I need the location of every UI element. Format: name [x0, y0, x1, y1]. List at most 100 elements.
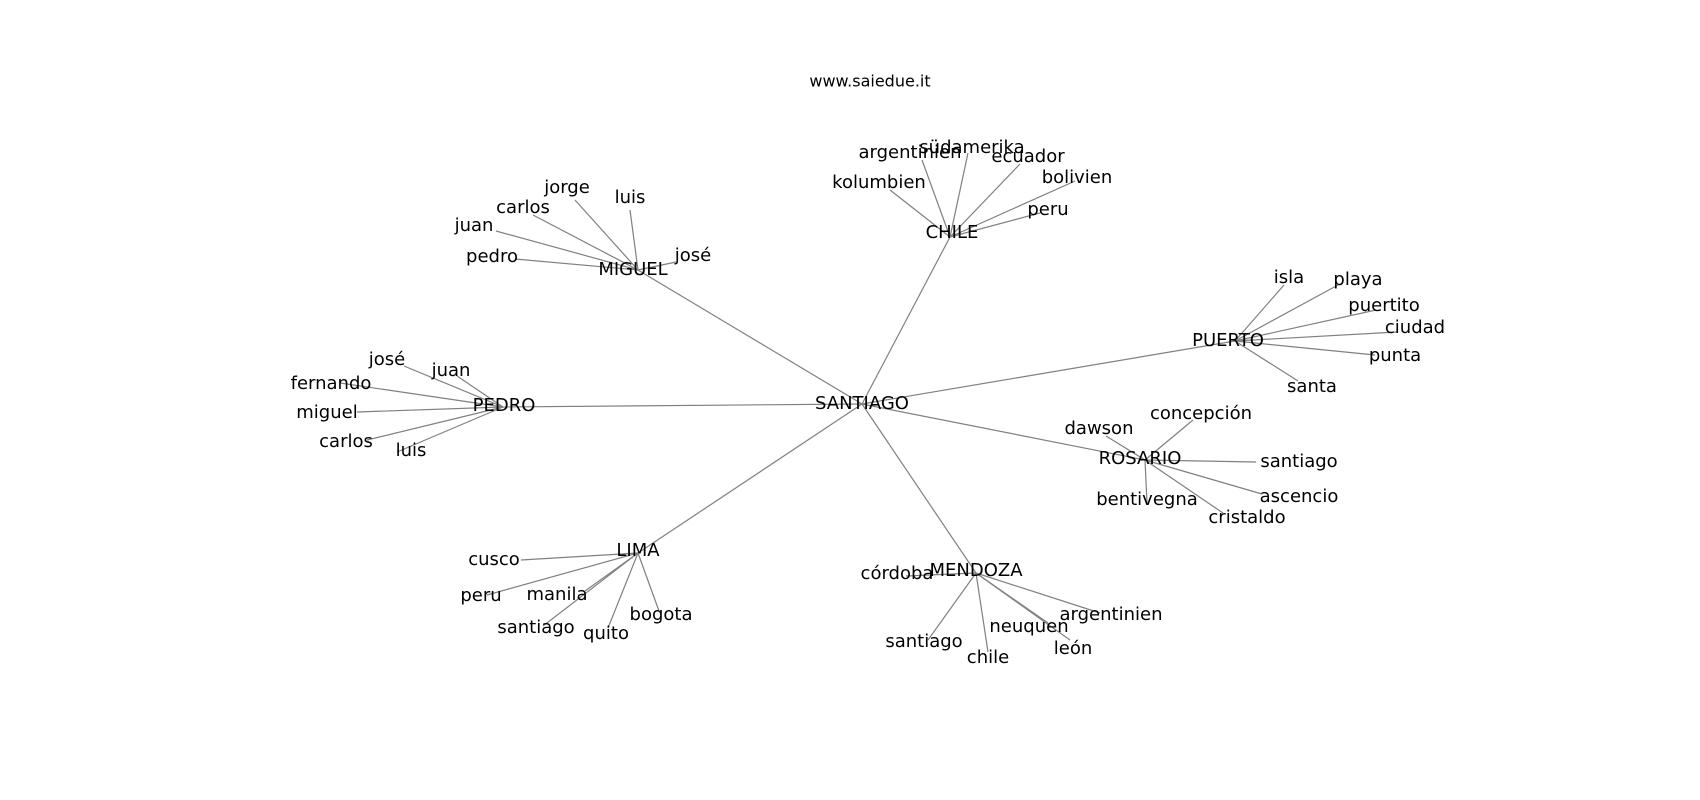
- edge-mendoza-leaf: [905, 572, 977, 577]
- edge-miguel-leaf: [637, 261, 677, 271]
- leaf-node-label: peru: [1027, 199, 1068, 220]
- edge-mendoza-leaf: [975, 572, 1101, 614]
- edge-rosario-leaf: [1144, 459, 1148, 504]
- leaf-node-label: juan: [431, 360, 471, 381]
- edge-pedro-leaf: [456, 375, 504, 408]
- leaf-node-label: kolumbien: [832, 172, 926, 193]
- edge-puerto-leaf: [1234, 309, 1377, 342]
- leaf-node-label: quito: [583, 623, 629, 644]
- edge-rosario-leaf: [1144, 419, 1194, 461]
- hub-node-label-miguel: MIGUEL: [598, 259, 667, 280]
- leaf-node-label: bolivien: [1042, 167, 1113, 188]
- leaf-node-label: juan: [454, 215, 494, 236]
- edge-pedro-leaf: [366, 406, 504, 441]
- edge-mendoza-leaf: [975, 572, 989, 653]
- edge-center-pedro: [502, 403, 863, 408]
- edge-miguel-leaf: [495, 230, 639, 271]
- leaf-node-label: pedro: [466, 246, 518, 267]
- edge-mendoza-leaf: [975, 572, 1071, 641]
- edge-chile-leaf: [949, 212, 1041, 238]
- edge-miguel-leaf: [532, 214, 639, 271]
- hub-node-label-pedro: PEDRO: [473, 395, 536, 416]
- edge-miguel-leaf: [574, 199, 639, 271]
- leaf-node-label: león: [1054, 638, 1093, 659]
- edges-layer: [339, 152, 1398, 653]
- edge-mendoza-leaf: [927, 572, 977, 641]
- hub-node-label-chile: CHILE: [926, 222, 979, 243]
- leaf-node-label: argentinien: [859, 142, 962, 163]
- leaf-node-label: bogota: [630, 604, 693, 625]
- leaf-node-label: argentinien: [1060, 604, 1163, 625]
- leaf-node-label: concepción: [1150, 403, 1252, 424]
- leaf-node-label: fernando: [291, 373, 372, 394]
- leaf-node-label: isla: [1274, 267, 1304, 288]
- edge-chile-leaf: [921, 159, 951, 238]
- edge-center-mendoza: [861, 403, 977, 574]
- watermark-text: www.saiedue.it: [809, 72, 930, 91]
- edge-puerto-leaf: [1234, 340, 1299, 382]
- leaf-node-label: carlos: [319, 431, 373, 452]
- edge-rosario-leaf: [1144, 459, 1263, 495]
- leaf-node-label: südamerika: [919, 137, 1024, 158]
- leaf-node-label: córdoba: [861, 563, 934, 584]
- edge-rosario-leaf: [1105, 435, 1146, 461]
- edge-puerto-leaf: [1234, 331, 1398, 342]
- edge-chile-leaf: [949, 163, 1021, 238]
- leaf-node-label: ciudad: [1385, 317, 1445, 338]
- leaf-node-label: santa: [1287, 376, 1337, 397]
- leaf-node-label: bentivegna: [1096, 489, 1198, 510]
- edge-center-lima: [637, 403, 863, 554]
- edge-pedro-leaf: [403, 365, 504, 408]
- hub-node-label-lima: LIMA: [616, 540, 660, 561]
- leaf-node-label: luis: [615, 187, 646, 208]
- leaf-node-label: santiago: [1260, 451, 1337, 472]
- leaf-node-label: miguel: [296, 402, 357, 423]
- leaf-node-label: ascencio: [1260, 486, 1339, 507]
- leaf-node-label: peru: [460, 585, 501, 606]
- edge-chile-leaf: [949, 152, 969, 238]
- leaf-node-label: carlos: [496, 197, 550, 218]
- hub-node-label-puerto: PUERTO: [1192, 330, 1264, 351]
- leaf-node-label: josé: [368, 349, 405, 370]
- edge-rosario-leaf: [1144, 459, 1224, 514]
- leaf-node-label: puertito: [1348, 295, 1419, 316]
- leaf-node-label: punta: [1369, 345, 1421, 366]
- leaf-node-label: dawson: [1065, 418, 1134, 439]
- edge-puerto-leaf: [1234, 340, 1376, 356]
- edge-center-miguel: [637, 269, 863, 405]
- leaf-node-label: cusco: [468, 549, 520, 570]
- edge-chile-leaf: [949, 180, 1076, 238]
- leaf-node-label: luis: [396, 440, 427, 461]
- edge-center-chile: [861, 236, 951, 405]
- edge-lima-leaf: [520, 552, 639, 561]
- edge-pedro-leaf: [339, 382, 504, 408]
- edge-lima-leaf: [542, 552, 639, 627]
- edge-miguel-leaf: [629, 209, 639, 271]
- hub-node-label-rosario: ROSARIO: [1099, 448, 1182, 469]
- leaf-node-label: santiago: [885, 631, 962, 652]
- edge-lima-leaf: [607, 552, 639, 629]
- leaf-node-label: manila: [526, 584, 587, 605]
- edge-miguel-leaf: [514, 258, 639, 271]
- leaf-node-label: chile: [967, 647, 1009, 668]
- edge-puerto-leaf: [1234, 284, 1339, 342]
- leaf-node-label: josé: [674, 245, 711, 266]
- edge-chile-leaf: [889, 189, 951, 238]
- edge-puerto-leaf: [1234, 284, 1285, 342]
- leaf-node-label: jorge: [543, 177, 590, 198]
- edge-pedro-leaf: [396, 406, 504, 453]
- edge-pedro-leaf: [356, 406, 504, 413]
- center-node-label: SANTIAGO: [815, 393, 909, 414]
- hub-node-label-mendoza: MENDOZA: [929, 560, 1023, 581]
- edge-rosario-leaf: [1144, 459, 1257, 463]
- leaf-node-label: neuquen: [989, 616, 1068, 637]
- leaf-node-label: cristaldo: [1208, 507, 1285, 528]
- edge-center-puerto: [861, 340, 1236, 405]
- leaf-node-label: ecuador: [991, 146, 1065, 167]
- edge-lima-leaf: [486, 552, 639, 596]
- leaf-node-label: playa: [1333, 269, 1382, 290]
- leaf-node-label: santiago: [497, 617, 574, 638]
- edge-center-rosario: [861, 403, 1146, 461]
